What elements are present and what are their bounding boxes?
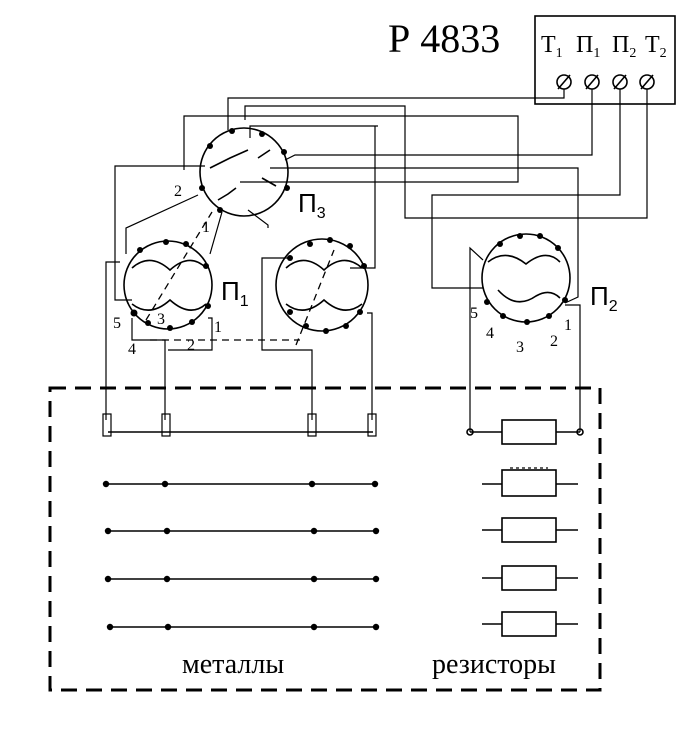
switch-p2-pos-2: 2	[550, 333, 558, 350]
metal-sample-3	[104, 527, 380, 535]
metal-samples	[102, 413, 380, 631]
switch-p2-pos-5: 5	[470, 305, 478, 322]
resistor-1	[466, 419, 584, 445]
switch-p2-label: П2	[590, 281, 618, 315]
terminal-p1	[584, 74, 600, 90]
terminal-labels: Т1 П1 П2 Т2	[541, 32, 667, 61]
switch-p1-pos-2: 2	[187, 337, 195, 354]
specimen-enclosure	[48, 386, 602, 692]
switch-p1-pos-1: 1	[214, 319, 222, 336]
device-box	[534, 15, 676, 105]
terminal-label-p1: П1	[576, 32, 600, 61]
metal-sample-5	[106, 623, 380, 631]
wiring	[105, 89, 648, 432]
switch-p1-pos-4: 4	[128, 341, 136, 358]
terminal-label-p2: П2	[612, 32, 636, 61]
metal-sample-1	[102, 413, 377, 437]
metal-sample-2	[102, 480, 379, 488]
switch-p1-pos-3: 3	[157, 311, 165, 328]
resistor-samples	[466, 419, 584, 637]
switch-p1-label: П1	[221, 276, 249, 310]
switch-p2: 5 4 3 2 1 П2	[470, 233, 618, 356]
switch-p1: 5 4 3 2 1 П1	[113, 211, 249, 358]
switch-p3-pos-1: 1	[202, 219, 210, 236]
device-r4833: Р 4833 Т1 П1 П2 Т2	[388, 15, 676, 105]
terminal-screws	[556, 74, 655, 90]
switch-p3-body	[199, 127, 289, 217]
terminal-label-t2: Т2	[645, 32, 667, 61]
switch-p3-label: П3	[298, 188, 326, 222]
resistor-3	[482, 517, 578, 543]
resistor-2	[482, 467, 578, 497]
switch-p1-second-deck-body	[275, 238, 369, 332]
switch-p3: 2 1 П3	[174, 127, 326, 236]
switch-p1-pos-5: 5	[113, 315, 121, 332]
switch-p3-pos-2: 2	[174, 183, 182, 200]
terminal-label-t1: Т1	[541, 32, 563, 61]
resistor-4	[482, 565, 578, 591]
resistor-5	[482, 611, 578, 637]
terminal-t1	[556, 74, 572, 90]
resistors-label: резисторы	[432, 649, 556, 680]
switch-p2-pos-1: 1	[564, 317, 572, 334]
switch-p2-pos-4: 4	[486, 325, 494, 342]
terminal-t2	[639, 74, 655, 90]
metal-sample-4	[104, 575, 380, 583]
switch-p2-pos-3: 3	[516, 339, 524, 356]
metals-label: металлы	[182, 649, 284, 680]
terminal-p2	[612, 74, 628, 90]
device-model-label: Р 4833	[388, 16, 500, 61]
switch-p1-second-deck	[150, 237, 369, 346]
